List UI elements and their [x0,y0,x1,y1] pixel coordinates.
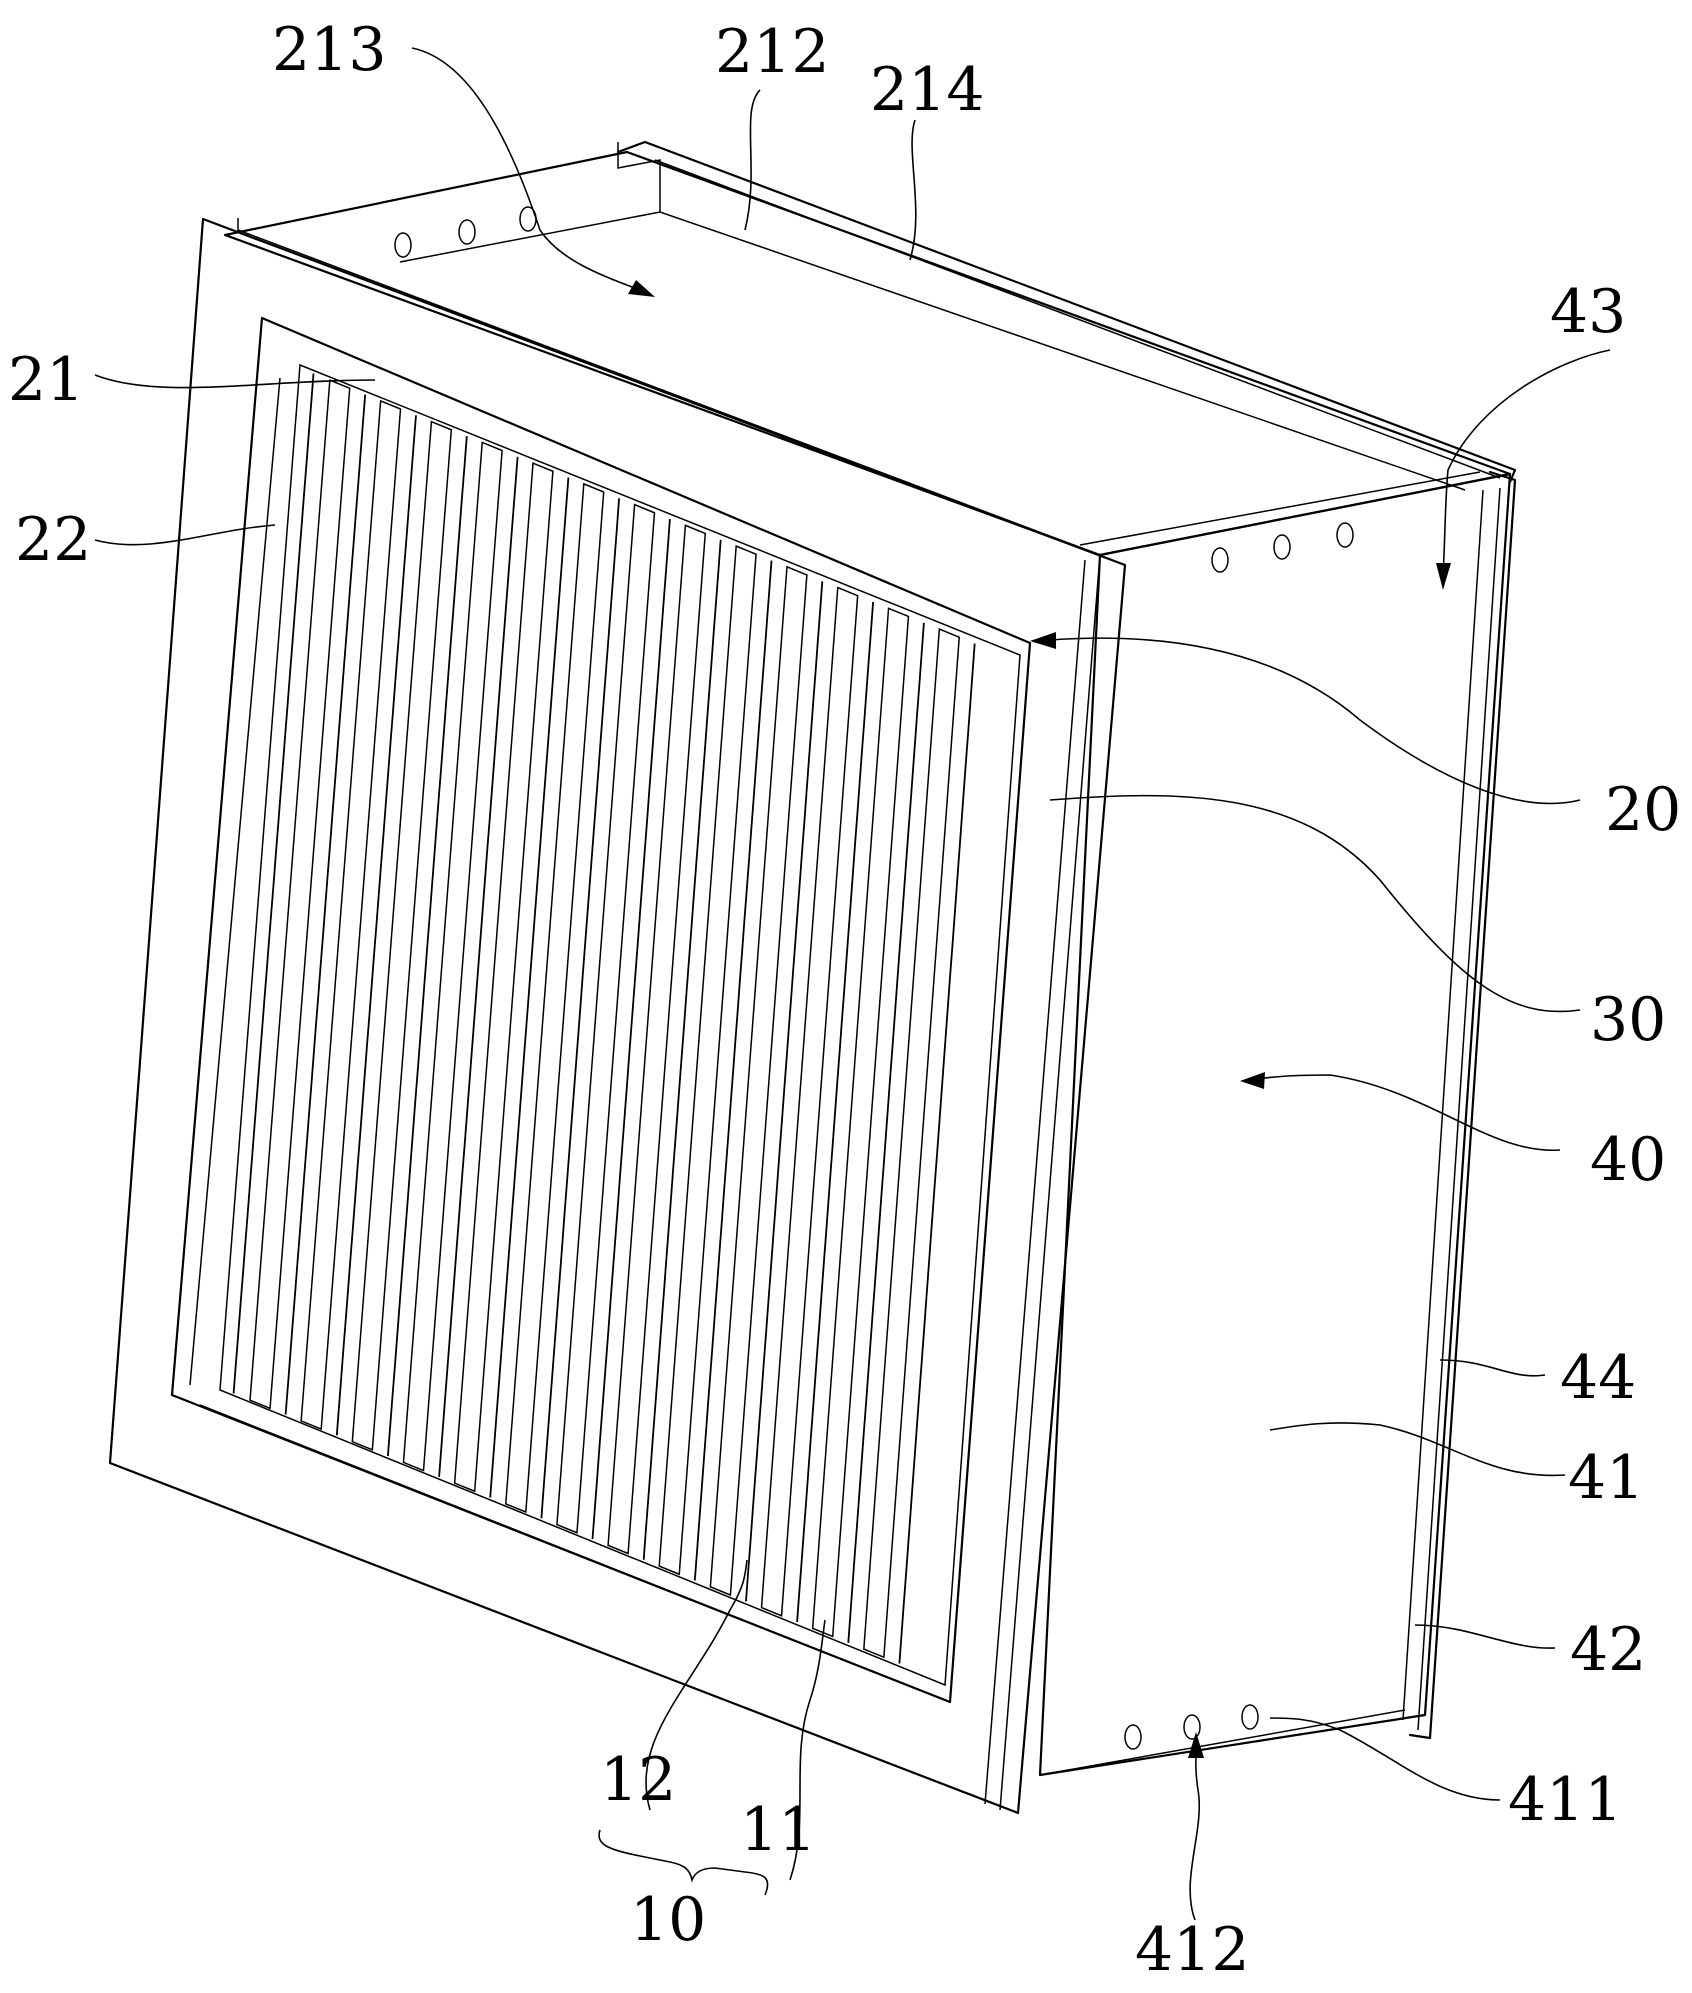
leader-40 [1250,1075,1560,1150]
flat-tube-11 [506,484,604,1512]
side-panel-top-edge [1080,472,1480,545]
hole-icon [459,220,475,244]
arrowhead-40 [1240,1072,1265,1089]
hole-icon [395,233,411,257]
front-frame-right-edge [1000,555,1100,1810]
wavy-fin-12 [490,478,568,1498]
hole-icon [1337,523,1353,547]
leader-43 [1443,350,1610,575]
label-40: 40 [1590,1130,1666,1190]
label-411: 411 [1508,1770,1623,1830]
bottom-lip-411 [1040,1710,1405,1775]
hole-icon [1274,535,1290,559]
leader-20 [1050,638,1580,803]
label-12: 12 [600,1750,676,1810]
label-21: 21 [8,350,84,410]
arrowhead-213 [628,280,655,297]
hole-icon [1125,1725,1141,1749]
top-plate-212 [225,152,1510,555]
leader-411 [1270,1718,1500,1800]
hole-icon [1184,1715,1200,1739]
hole-icon [1242,1705,1258,1729]
hole-icon [1212,548,1228,572]
wavy-fin-12 [593,519,670,1539]
inner-frame-22 [220,365,1020,1685]
label-41: 41 [1568,1448,1644,1508]
label-30: 30 [1590,990,1666,1050]
label-10: 10 [630,1890,706,1950]
inner-frame-bottom-line [200,1405,945,1700]
leader-21 [95,375,375,388]
leader-212 [745,90,760,230]
label-44: 44 [1560,1348,1636,1408]
arrowhead-412 [1188,1732,1204,1758]
label-213: 213 [272,20,387,80]
label-212: 212 [715,22,830,82]
wavy-fin-12 [439,457,517,1477]
label-11: 11 [740,1800,816,1860]
flat-tube-11 [557,505,655,1533]
inner-frame-22-line [190,378,280,1385]
wavy-fin-12 [541,498,619,1518]
label-20: 20 [1605,780,1681,840]
arrowhead-20 [1030,632,1056,649]
label-214: 214 [870,60,985,120]
label-42: 42 [1570,1620,1646,1680]
leader-22 [95,525,275,545]
leader-412 [1190,1748,1199,1920]
leader-214 [910,120,916,260]
wavy-fin-12 [644,540,721,1560]
right-flange-42-line [1418,488,1500,1730]
wavy-fin-12 [695,561,772,1581]
label-22: 22 [15,510,91,570]
leader-30 [1050,796,1580,1012]
leader-41 [1270,1423,1565,1476]
top-flange-214-inner [655,160,1500,478]
label-43: 43 [1550,282,1626,342]
wavy-fin-12 [286,395,366,1415]
wavy-fin-12 [388,436,467,1456]
wavy-fin-12 [337,415,416,1435]
arrowhead-43 [1436,563,1451,590]
label-412: 412 [1135,1920,1250,1980]
heat-exchanger-core [234,374,975,1664]
